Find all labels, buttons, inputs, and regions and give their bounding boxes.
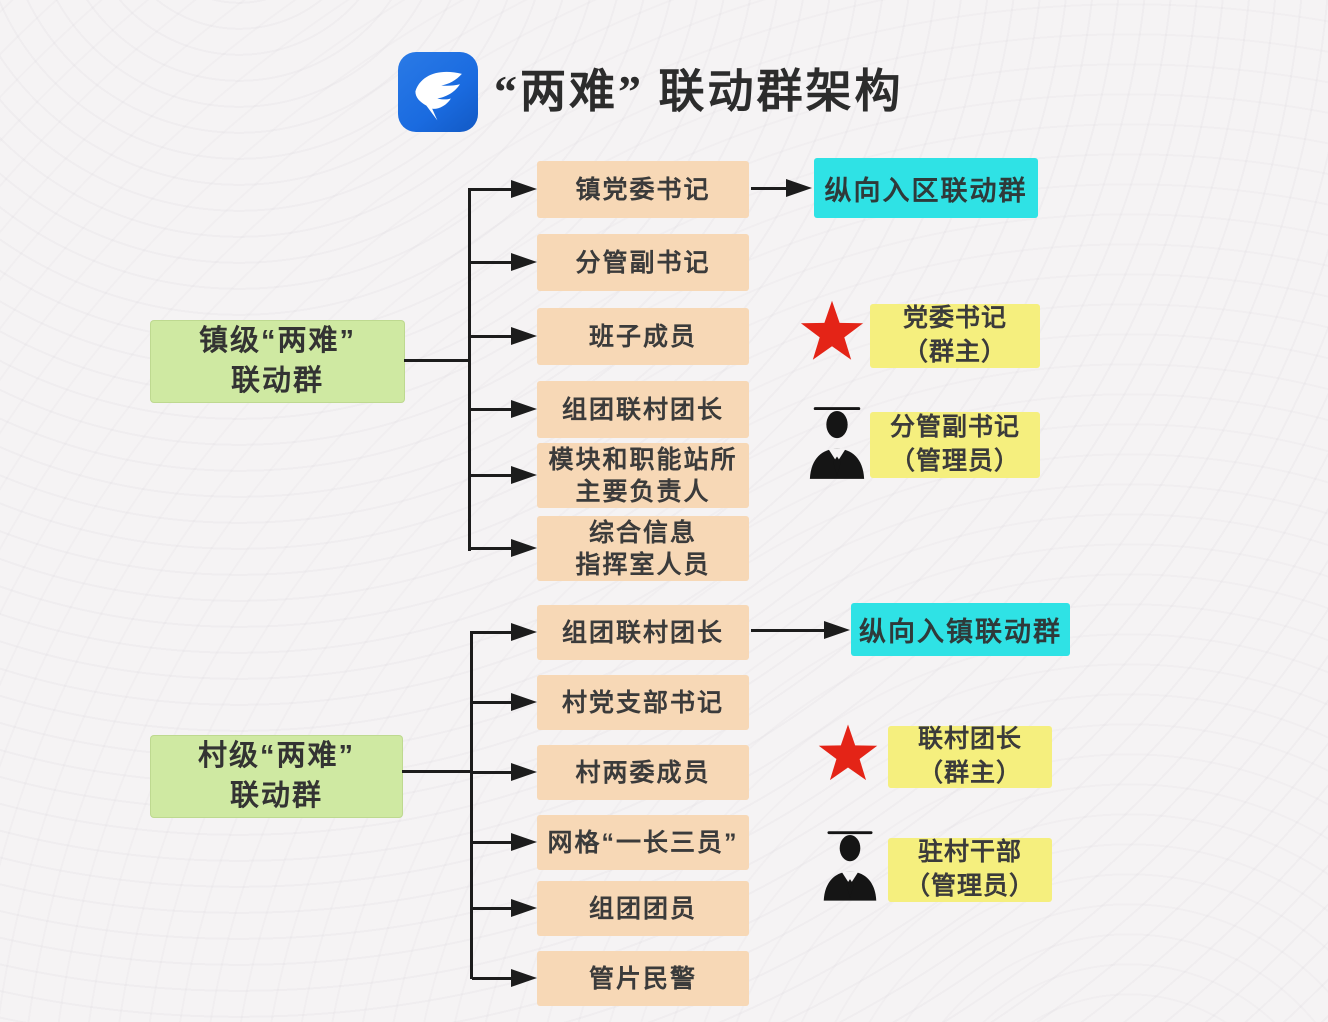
- connector-line: [751, 187, 789, 190]
- star-icon: [798, 298, 866, 366]
- arrow-icon: [511, 180, 537, 198]
- arrow-icon: [511, 693, 537, 711]
- external-group-town: 纵向入区联动群: [814, 158, 1038, 218]
- arrow-icon: [511, 763, 537, 781]
- arrow-icon: [511, 253, 537, 271]
- arrow-icon: [511, 539, 537, 557]
- connector-line: [472, 977, 514, 980]
- connector-line: [404, 359, 470, 362]
- role-box-village-admin: 驻村干部 （管理员）: [888, 838, 1052, 902]
- role-box-village-owner: 联村团长 （群主）: [888, 725, 1052, 788]
- member-box-town-2: 分管副书记: [537, 234, 749, 291]
- member-box-village-4: 网格“一长三员”: [537, 815, 749, 870]
- arrow-icon: [511, 466, 537, 484]
- connector-line: [470, 261, 514, 264]
- arrow-icon: [511, 899, 537, 917]
- connector-line: [472, 907, 514, 910]
- member-box-town-5: 模块和职能站所 主要负责人: [537, 443, 749, 508]
- group-box-village: 村级“两难” 联动群: [150, 735, 403, 818]
- connector-line: [751, 629, 827, 632]
- connector-trunk: [470, 631, 473, 979]
- external-group-village: 纵向入镇联动群: [851, 603, 1070, 656]
- member-box-town-6: 综合信息 指挥室人员: [537, 516, 749, 581]
- title-row: “两难” 联动群架构: [398, 52, 904, 132]
- member-box-village-1: 组团联村团长: [537, 605, 749, 660]
- connector-line: [470, 335, 514, 338]
- arrow-icon: [511, 833, 537, 851]
- page-title: “两难” 联动群架构: [494, 66, 904, 117]
- arrow-icon: [511, 623, 537, 641]
- arrow-icon: [786, 179, 812, 197]
- member-box-village-3: 村两委成员: [537, 745, 749, 800]
- arrow-icon: [824, 621, 850, 639]
- connector-line: [472, 771, 514, 774]
- member-box-town-3: 班子成员: [537, 308, 749, 365]
- connector-line: [472, 631, 514, 634]
- group-box-town: 镇级“两难” 联动群: [150, 320, 405, 403]
- role-box-town-admin: 分管副书记 （管理员）: [870, 412, 1040, 478]
- dingtalk-logo-icon: [398, 52, 478, 132]
- member-box-village-6: 管片民警: [537, 951, 749, 1006]
- arrow-icon: [511, 327, 537, 345]
- connector-line: [472, 841, 514, 844]
- member-box-town-1: 镇党委书记: [537, 161, 749, 218]
- connector-line: [472, 701, 514, 704]
- role-box-town-owner: 党委书记 （群主）: [870, 304, 1040, 368]
- connector-trunk: [468, 188, 471, 551]
- connector-line: [470, 188, 514, 191]
- star-icon: [816, 722, 880, 786]
- member-box-village-5: 组团团员: [537, 881, 749, 936]
- member-box-village-2: 村党支部书记: [537, 675, 749, 730]
- connector-line: [402, 770, 472, 773]
- connector-line: [470, 474, 514, 477]
- connector-line: [470, 408, 514, 411]
- arrow-icon: [511, 400, 537, 418]
- person-icon: [806, 405, 868, 479]
- connector-line: [470, 547, 514, 550]
- person-icon: [820, 828, 880, 902]
- arrow-icon: [511, 969, 537, 987]
- member-box-town-4: 组团联村团长: [537, 381, 749, 438]
